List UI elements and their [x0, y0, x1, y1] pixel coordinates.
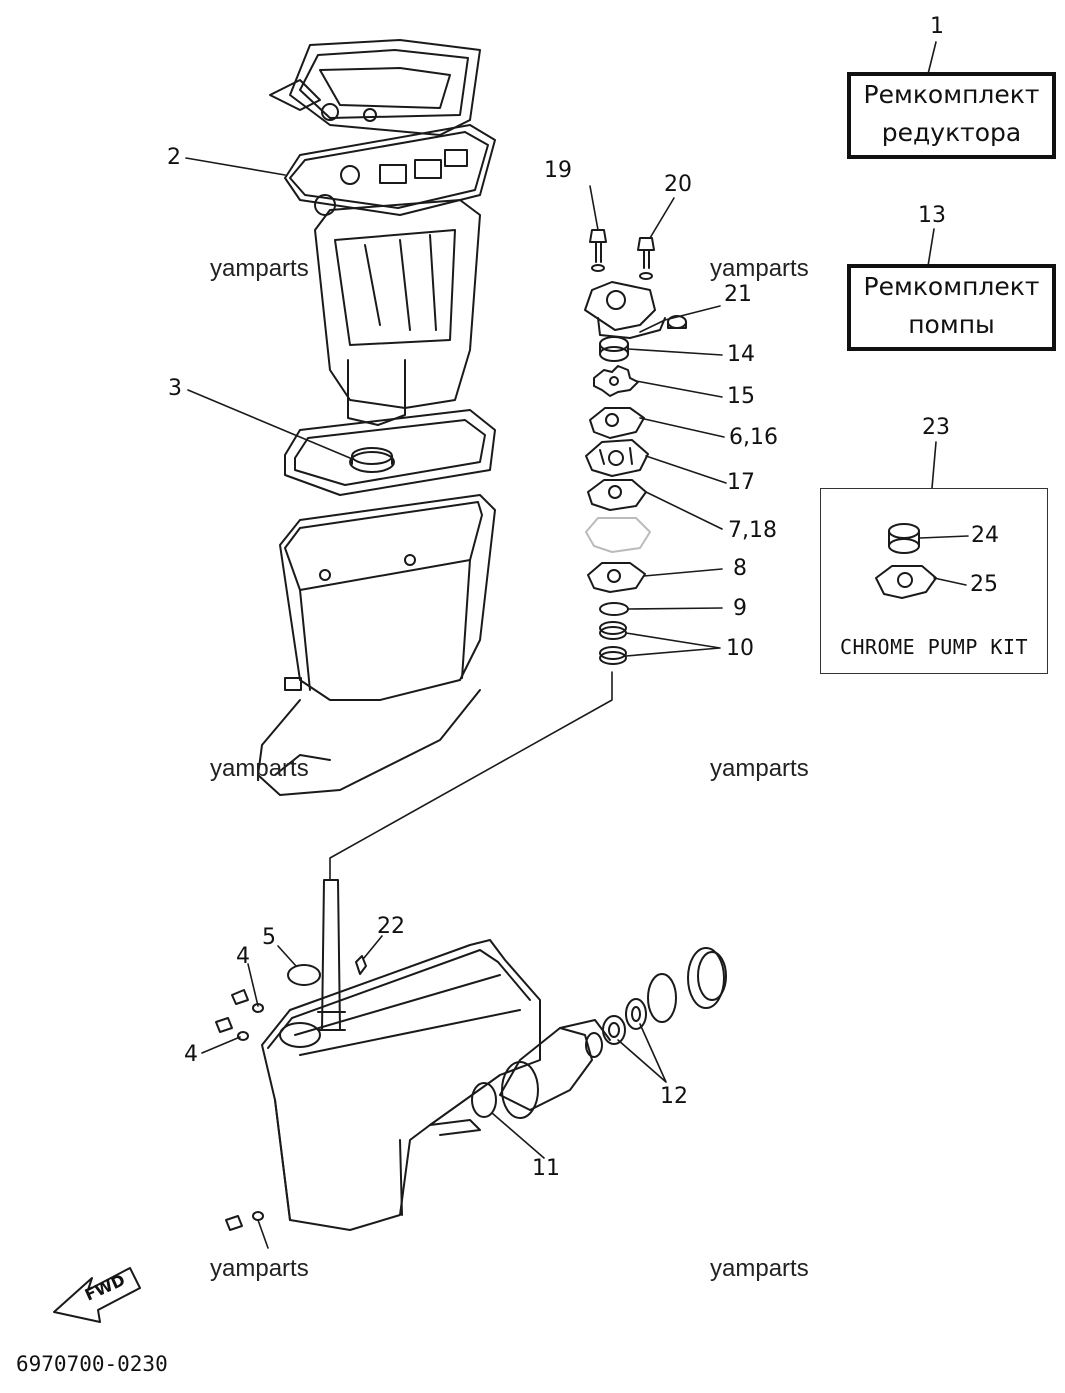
pump-kit-line2: помпы — [908, 310, 995, 339]
gasket-7-18 — [587, 479, 647, 511]
gear-kit-line2: редуктора — [881, 118, 1022, 147]
callout-5: 5 — [262, 925, 276, 950]
callout-3: 3 — [168, 376, 182, 401]
pump-base — [585, 517, 651, 553]
callout-17: 17 — [727, 470, 755, 495]
bolt-20 — [637, 237, 655, 280]
grommet-21 — [667, 315, 687, 329]
o-ring-9 — [599, 602, 629, 616]
watermark-3: yamparts — [210, 755, 309, 782]
callout-8: 8 — [733, 556, 747, 581]
exhaust-guide-plate — [284, 124, 496, 216]
chrome-pump-kit-label: CHROME PUMP KIT — [839, 635, 1029, 659]
callout-13: 13 — [918, 203, 946, 228]
callout-1: 1 — [930, 14, 944, 39]
pump-kit-line1: Ремкомплект — [863, 272, 1040, 301]
clip-22 — [355, 955, 367, 975]
watermark-6: yamparts — [710, 1255, 809, 1282]
callout-15: 15 — [727, 384, 755, 409]
watermark-4: yamparts — [710, 755, 809, 782]
callout-20: 20 — [664, 172, 692, 197]
kit-part-24 — [888, 523, 920, 554]
callout-11: 11 — [532, 1156, 560, 1181]
callout-23: 23 — [922, 415, 950, 440]
chrome-pump-kit-box[interactable]: CHROME PUMP KIT — [820, 488, 1048, 674]
callout-9: 9 — [733, 596, 747, 621]
callout-6-16: 6,16 — [729, 425, 778, 450]
callout-2: 2 — [167, 145, 181, 170]
gasket-8 — [587, 562, 646, 593]
upper-gasket-top — [269, 39, 481, 136]
callout-7-18: 7,18 — [728, 518, 777, 543]
lower-casing — [261, 939, 541, 1231]
callout-4-lower: 4 — [184, 1042, 198, 1067]
gear-repair-kit-box[interactable]: Ремкомплект редуктора — [847, 72, 1056, 159]
bearing-housing — [499, 1019, 611, 1119]
kit-part-25 — [875, 565, 937, 599]
fwd-arrow-icon — [53, 1267, 141, 1323]
gear-kit-line1: Ремкомплект — [863, 80, 1040, 109]
watermark-5: yamparts — [210, 1255, 309, 1282]
upper-casing — [314, 199, 481, 426]
bearings-12 — [585, 947, 727, 1058]
oil-seals-10 — [599, 621, 627, 665]
bolt-19 — [589, 229, 607, 272]
anti-cavitation-plate — [257, 677, 481, 796]
watermark-2: yamparts — [710, 255, 809, 282]
outer-plate-17 — [585, 439, 649, 477]
o-ring-5 — [287, 964, 321, 986]
pump-repair-kit-box[interactable]: Ремкомплект помпы — [847, 264, 1056, 351]
drive-shaft — [317, 879, 346, 1031]
callout-12: 12 — [660, 1084, 688, 1109]
insert-cartridge-14 — [599, 336, 629, 362]
callout-25: 25 — [970, 572, 998, 597]
pump-housing — [584, 281, 666, 339]
callout-24: 24 — [971, 523, 999, 548]
callout-14: 14 — [727, 342, 755, 367]
drive-shaft-link-line — [329, 671, 613, 881]
callout-22: 22 — [377, 914, 405, 939]
seal-part-3 — [349, 447, 395, 473]
impeller-15 — [593, 365, 639, 397]
callout-19: 19 — [544, 158, 572, 183]
o-ring-11 — [471, 1082, 497, 1118]
callout-10: 10 — [726, 636, 754, 661]
bolts-4 — [215, 989, 264, 1231]
callout-4-upper: 4 — [236, 944, 250, 969]
watermark-1: yamparts — [210, 255, 309, 282]
callout-21: 21 — [724, 282, 752, 307]
gasket-6-16 — [589, 407, 645, 439]
leader-lines — [185, 41, 969, 1249]
drawing-code: 6970700-0230 — [16, 1352, 168, 1376]
lower-upper-casing — [279, 494, 496, 701]
mount-gasket — [284, 409, 496, 496]
